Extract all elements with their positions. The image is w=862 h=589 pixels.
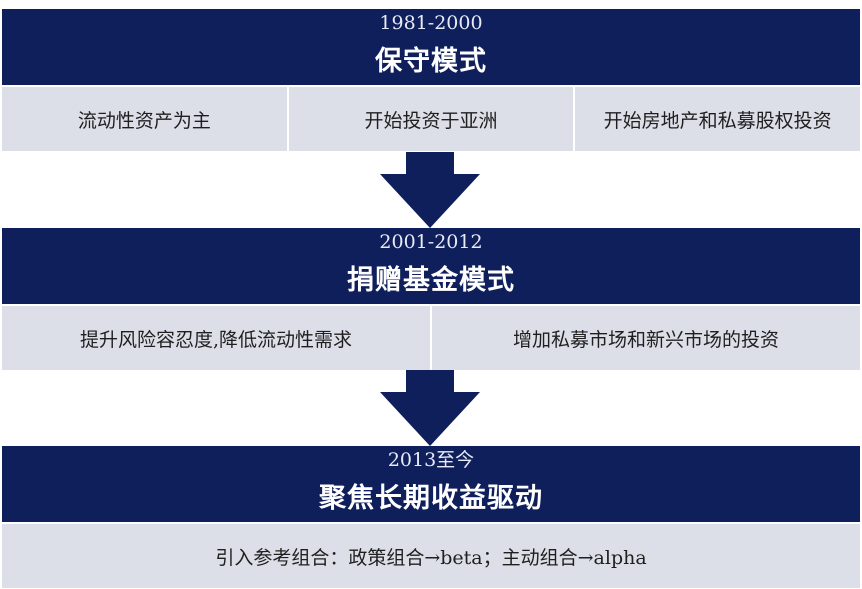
stage-3-item-1: 引入参考组合：政策组合→beta；主动组合→alpha	[2, 524, 860, 588]
stage-1-period: 1981-2000	[379, 12, 483, 34]
stage-3-header: 2013至今 聚焦长期收益驱动	[2, 446, 860, 522]
down-arrow-icon	[380, 152, 480, 228]
stage-1-title: 保守模式	[375, 46, 487, 77]
stage-3-period: 2013至今	[387, 449, 475, 471]
down-arrow-icon	[380, 370, 480, 446]
stage-2-item-2: 增加私募市场和新兴市场的投资	[432, 306, 860, 370]
stage-1-items: 流动性资产为主 开始投资于亚洲 开始房地产和私募股权投资	[2, 87, 861, 151]
stage-3-items: 引入参考组合：政策组合→beta；主动组合→alpha	[2, 524, 860, 588]
stage-3-title: 聚焦长期收益驱动	[319, 483, 543, 514]
stage-2-header: 2001-2012 捐赠基金模式	[2, 228, 860, 304]
stage-2-item-1: 提升风险容忍度,降低流动性需求	[2, 306, 432, 370]
stage-1-header: 1981-2000 保守模式	[2, 9, 860, 85]
stage-2-title: 捐赠基金模式	[347, 265, 515, 296]
stage-2-items: 提升风险容忍度,降低流动性需求 增加私募市场和新兴市场的投资	[2, 306, 860, 370]
stage-2-period: 2001-2012	[379, 231, 483, 253]
stage-1-item-3: 开始房地产和私募股权投资	[575, 87, 861, 151]
stage-1-item-1: 流动性资产为主	[2, 87, 289, 151]
stage-1-item-2: 开始投资于亚洲	[288, 87, 576, 151]
